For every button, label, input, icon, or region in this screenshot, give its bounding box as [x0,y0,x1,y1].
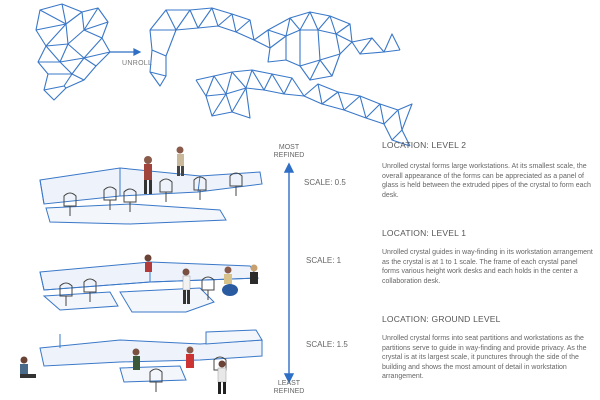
location-level-2-title: LOCATION: LEVEL 2 [382,140,467,150]
scale-label-1: SCALE: 1 [306,256,342,265]
location-ground-level-text: Unrolled crystal forms into seat partiti… [382,335,587,381]
level-1-chairs [59,276,215,306]
ground-people [20,346,227,394]
scale-label-1-5: SCALE: 1.5 [306,340,348,349]
unroll-label: UNROLL [122,60,153,67]
location-ground-level: LOCATION: GROUND LEVEL Unrolled crystal … [382,314,594,382]
most-refined-label: MOST REFINED [273,144,305,159]
scale-label-0-5: SCALE: 0.5 [304,178,346,187]
location-level-1-text: Unrolled crystal guides in way-finding i… [382,249,593,285]
level-2-chairs [63,172,243,216]
level-1-people [144,254,258,304]
ground-desk-scene [39,329,263,383]
location-level-2: LOCATION: LEVEL 2 Unrolled crystal forms… [382,140,594,200]
location-ground-level-title: LOCATION: GROUND LEVEL [382,314,501,324]
location-level-1: LOCATION: LEVEL 1 Unrolled crystal guide… [382,228,594,286]
location-level-2-text: Unrolled crystal forms large workstation… [382,163,591,199]
level-2-people [144,146,184,194]
location-level-1-title: LOCATION: LEVEL 1 [382,228,467,238]
level-1-desk-scene [39,261,259,313]
least-refined-label: LEAST REFINED [273,380,305,395]
